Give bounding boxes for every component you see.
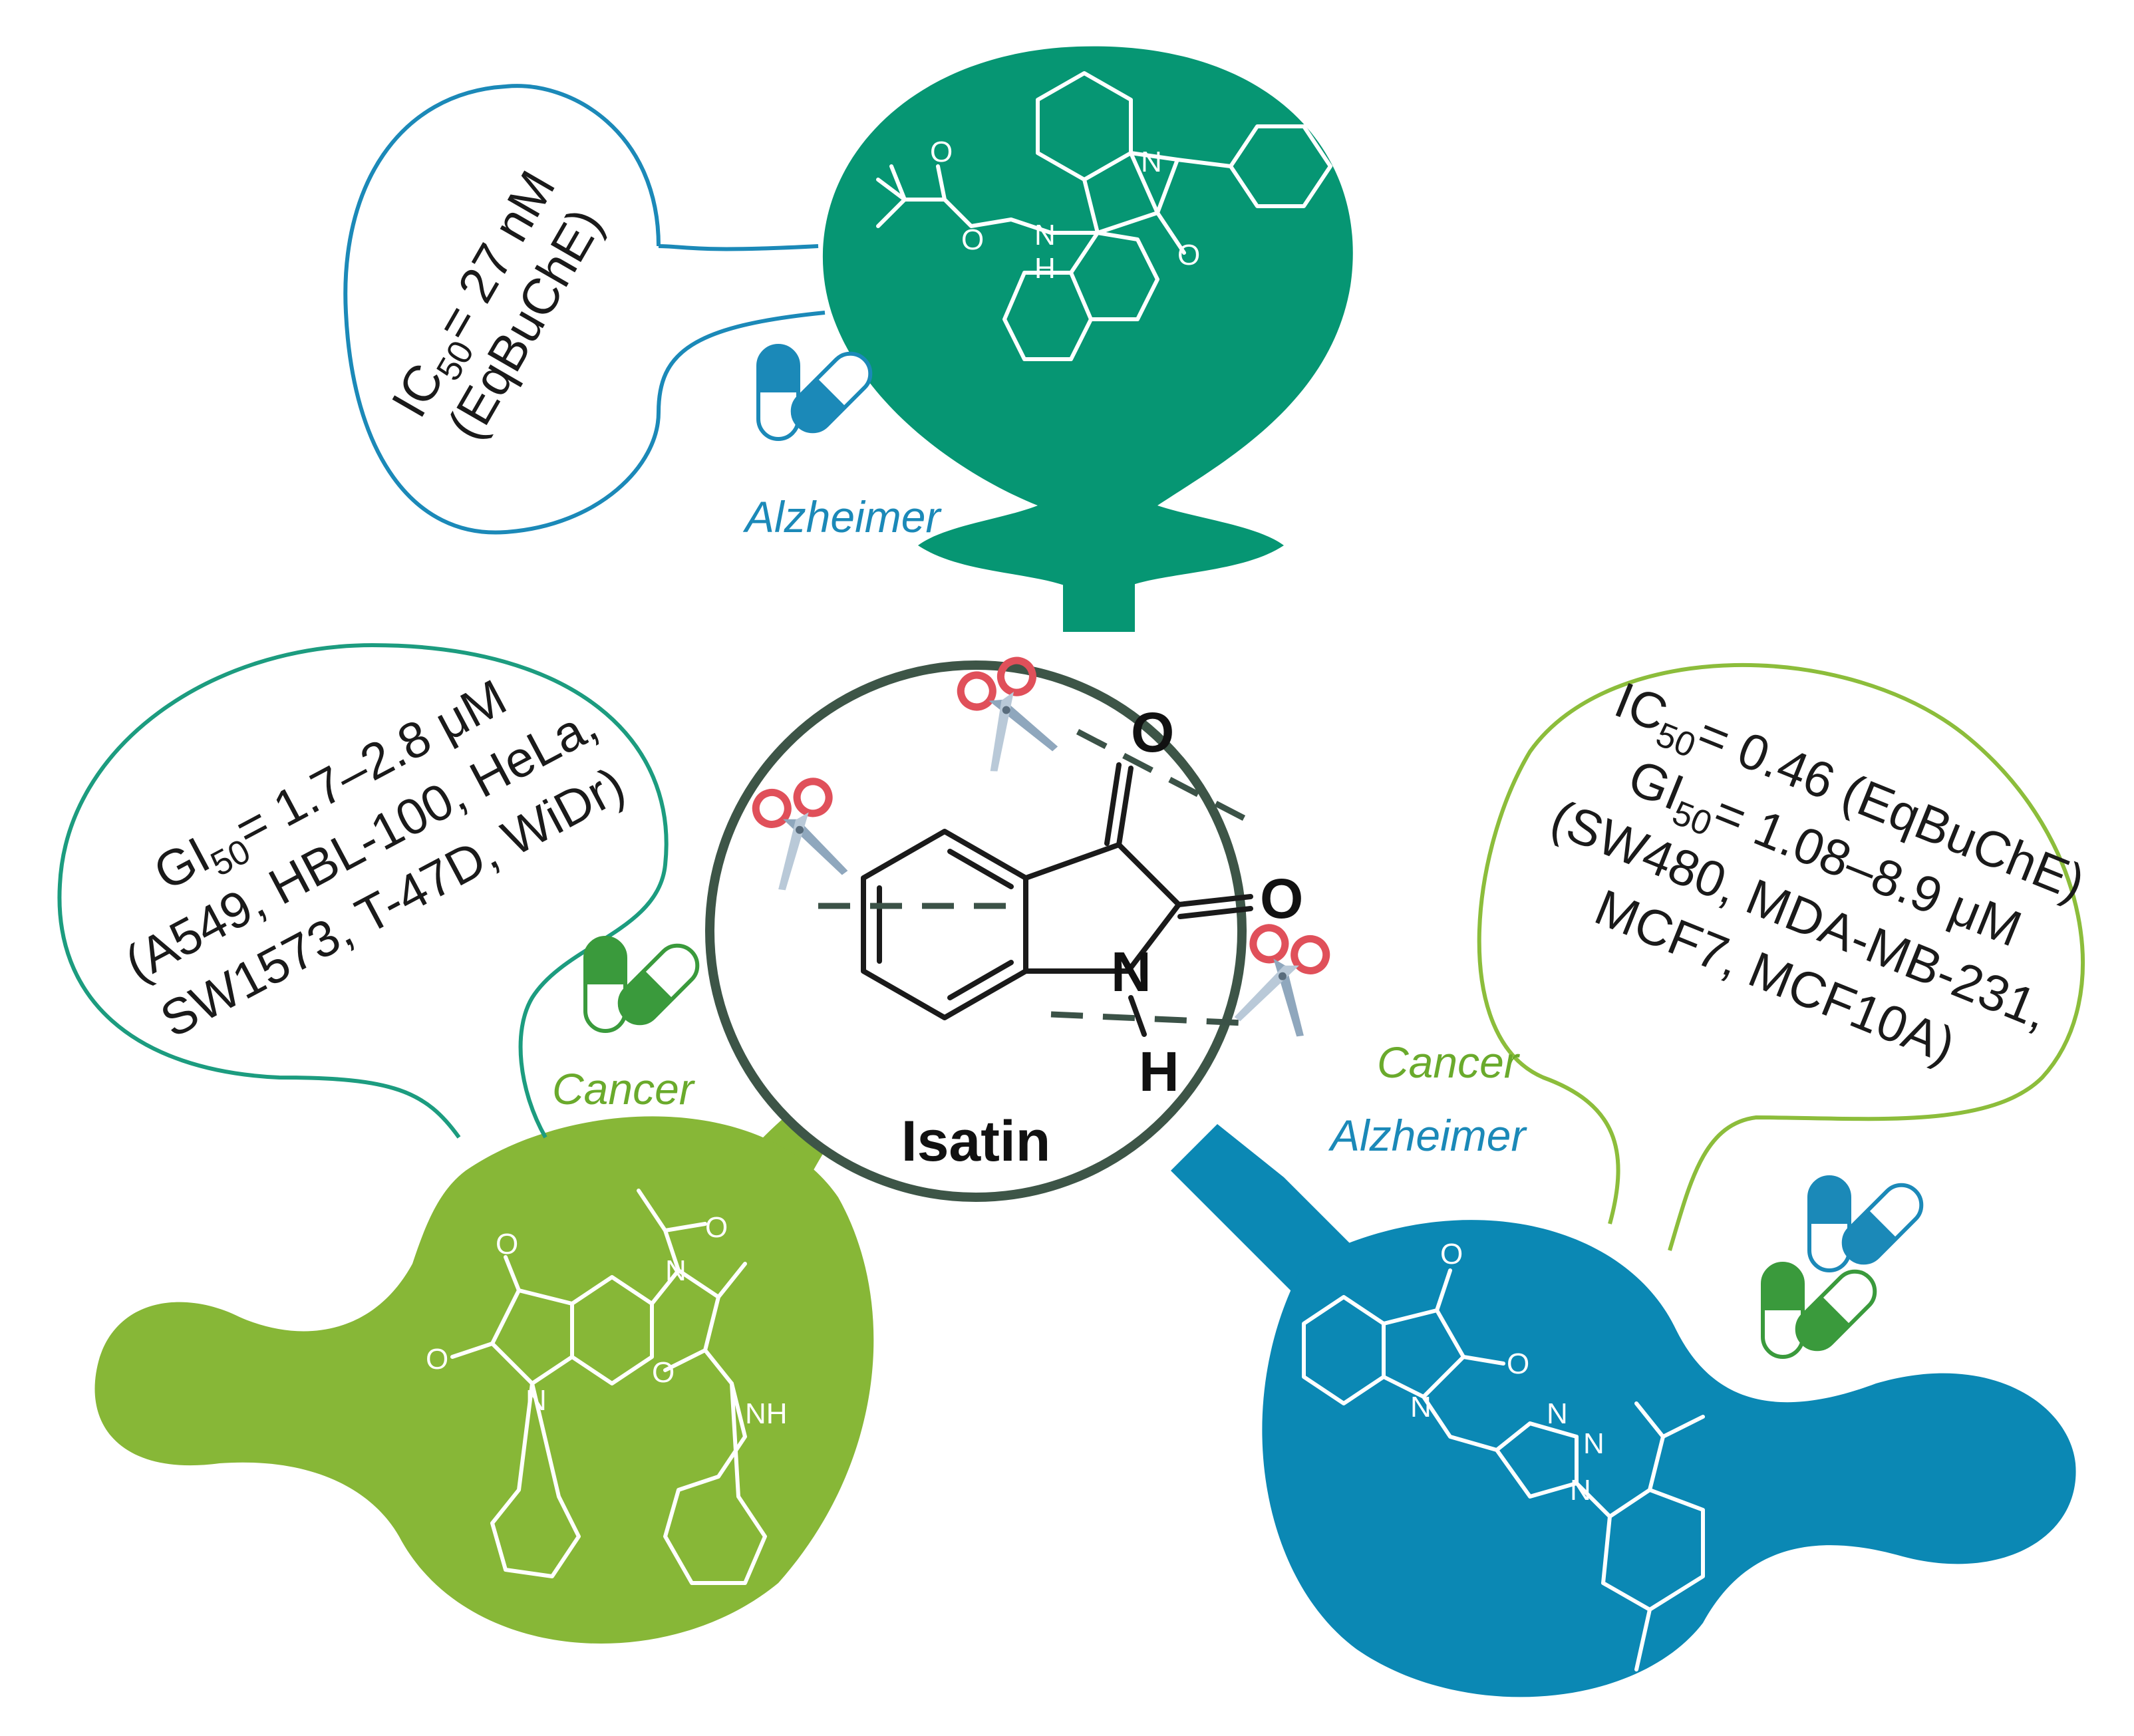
cancer-atom-n-amide: N <box>665 1254 686 1287</box>
cancer-label: Cancer <box>552 1064 696 1113</box>
scissors-icon <box>1233 924 1330 1038</box>
isatin-oxygen-top: O <box>1131 701 1174 764</box>
cancer-callout: GI50= 1.7–2.8 μM (A549, HBL-100, HeLa, S… <box>57 643 669 1139</box>
dual-atom-n2: N <box>1583 1427 1604 1460</box>
capsule-pill-icon <box>1761 1262 1877 1359</box>
dual-atom-o1: O <box>1440 1238 1463 1270</box>
dual-atom-n-ring: N <box>1410 1391 1432 1423</box>
isatin-hydrogen: H <box>1139 1040 1179 1103</box>
capsule-pill-icon <box>1807 1175 1924 1272</box>
dual-callout: IC50= 0.46 (EqBuChE) GI50= 1.08–8.9 μM (… <box>1477 662 2093 1251</box>
isatin-title: Isatin <box>901 1109 1051 1173</box>
cleavage-line-nh <box>1050 1011 1245 1026</box>
cancer-structure: O O O O N N NH <box>426 1189 788 1585</box>
dual-node <box>1262 1220 2076 1697</box>
cancer-atom-o1: O <box>496 1228 518 1260</box>
cancer-atom-o2: O <box>426 1343 448 1375</box>
alzheimer-callout: IC50= 27 nM (EqBuChE) <box>343 84 826 535</box>
dual-connector <box>1171 1124 1357 1304</box>
cancer-atom-n-ring: N <box>526 1384 547 1417</box>
dual-structure: O O N N N N <box>1302 1238 1705 1671</box>
alz-atom-n: N <box>1141 146 1162 178</box>
alzheimer-structure: N O O O N H <box>876 71 1332 361</box>
alz-atom-nh-h: H <box>1034 252 1056 285</box>
dual-cancer-label: Cancer <box>1377 1038 1521 1087</box>
cancer-node <box>94 1116 874 1644</box>
capsule-pill-icon <box>583 936 700 1033</box>
cancer-atom-nh: NH <box>745 1397 788 1430</box>
alz-atom-o-carbonyl: O <box>930 136 953 168</box>
isatin-circle <box>705 660 1247 1202</box>
alzheimer-label: Alzheimer <box>742 492 942 541</box>
alz-atom-nh-n: N <box>1034 219 1056 251</box>
dual-atom-n3: N <box>1570 1474 1591 1507</box>
dual-alzheimer-label: Alzheimer <box>1328 1111 1527 1160</box>
alz-atom-o: O <box>1177 239 1200 271</box>
isatin-oxygen-right: O <box>1260 867 1303 930</box>
alz-atom-o-ester: O <box>961 223 984 256</box>
isatin-nitrogen: N <box>1111 940 1151 1003</box>
dual-atom-o2: O <box>1507 1348 1529 1380</box>
isatin-structure: O O N H Isatin <box>861 701 1303 1173</box>
cleavage-line-carbonyl <box>1076 729 1246 821</box>
cancer-atom-o4: O <box>652 1356 675 1389</box>
capsule-pill-icon <box>756 344 873 441</box>
dual-atom-n1: N <box>1547 1397 1568 1430</box>
cancer-atom-o3: O <box>705 1211 728 1244</box>
